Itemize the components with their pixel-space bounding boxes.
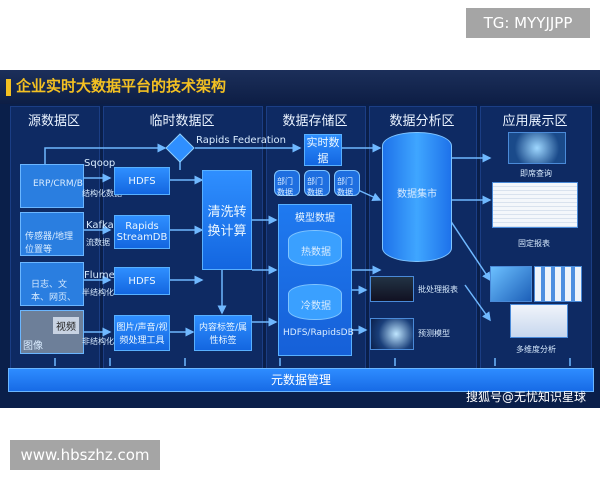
model-data-label: 模型数据 bbox=[295, 213, 335, 224]
column-temp-heading: 临时数据区 bbox=[149, 114, 215, 129]
column-analysis-heading: 数据分析区 bbox=[389, 114, 455, 129]
dept-data-2: 部门数据 bbox=[304, 170, 330, 197]
source-log: 日志、文本、网页、论坛 bbox=[20, 262, 84, 306]
type-stream: 流数据 bbox=[86, 238, 110, 247]
source-sensor-label: 传感器/地理位置等 bbox=[25, 232, 74, 255]
tool-sqoop: Sqoop bbox=[84, 158, 116, 169]
dept-data-3: 部门数据 bbox=[334, 170, 360, 197]
source-media-overlay: 视频 bbox=[53, 317, 79, 334]
fixed-report-image bbox=[492, 182, 578, 228]
source-sensor: 传感器/地理位置等 bbox=[20, 212, 84, 256]
title-bar: 企业实时大数据平台的技术架构 bbox=[0, 70, 600, 104]
temp-hdfs-1: HDFS bbox=[114, 167, 170, 195]
diagram-title: 企业实时大数据平台的技术架构 bbox=[16, 77, 227, 95]
title-accent bbox=[6, 79, 11, 96]
flow-arrows bbox=[44, 133, 571, 366]
predict-model-image bbox=[370, 318, 414, 350]
temp-media-tools: 图片/声音/视频处理工具 bbox=[114, 315, 170, 351]
metadata-management-bar: 元数据管理 bbox=[8, 368, 594, 392]
multidim-analysis-label: 多维度分析 bbox=[516, 345, 556, 354]
dept-data-2-label: 部门数据 bbox=[307, 177, 323, 197]
dept-data-1: 部门数据 bbox=[274, 170, 300, 197]
hdfs-rapidsdb-label: HDFS/RapidsDB bbox=[283, 328, 354, 338]
source-media: 图像 视频 bbox=[20, 310, 84, 354]
type-structured: 结构化数据 bbox=[82, 189, 122, 198]
type-semi: 半结构化 bbox=[82, 288, 114, 297]
temp-streamdb: Rapids StreamDB bbox=[114, 215, 170, 249]
dept-data-3-label: 部门数据 bbox=[337, 177, 353, 197]
predict-model-label: 预测模型 bbox=[418, 329, 450, 338]
analysis-image-2 bbox=[534, 266, 582, 302]
source-erp: ERP/CRM/BCM bbox=[20, 164, 84, 208]
adhoc-query-image bbox=[508, 132, 566, 164]
column-storage-heading: 数据存储区 bbox=[282, 114, 348, 129]
data-mart-cylinder: 数据集市 bbox=[382, 132, 452, 262]
source-log-label: 日志、文本、网页、论坛 bbox=[31, 280, 77, 303]
tool-flume: Flume bbox=[84, 270, 115, 281]
analysis-image-3 bbox=[510, 304, 568, 338]
watermark-bottom: www.hbszhz.com bbox=[10, 440, 160, 470]
architecture-diagram: 企业实时大数据平台的技术架构 源数据区 临时数据区 数据存储区 数据分析区 应用… bbox=[0, 70, 600, 408]
hot-data-label: 热数据 bbox=[301, 247, 331, 258]
realtime-data-block: 实时数据 bbox=[304, 134, 342, 166]
analysis-image-1 bbox=[490, 266, 532, 302]
watermark-top: TG: MYYJJPP bbox=[466, 8, 590, 38]
dept-data-1-label: 部门数据 bbox=[277, 177, 293, 197]
column-source-heading: 源数据区 bbox=[27, 114, 80, 129]
adhoc-query-label: 即席查询 bbox=[520, 169, 552, 178]
column-app-heading: 应用展示区 bbox=[502, 114, 568, 129]
temp-hdfs-2: HDFS bbox=[114, 267, 170, 295]
tagging-block: 内容标签/属性标签 bbox=[194, 315, 252, 351]
data-mart-label: 数据集市 bbox=[397, 189, 437, 200]
rapids-federation-label: Rapids Federation bbox=[196, 135, 286, 146]
cold-data-cylinder: 冷数据 bbox=[288, 284, 342, 320]
type-unstructured: 非结构化 bbox=[82, 337, 114, 346]
source-erp-label: ERP/CRM/BCM bbox=[33, 179, 83, 189]
tool-kafka: Kafka bbox=[86, 220, 114, 231]
clean-transform-block: 清洗转换计算 bbox=[202, 170, 252, 270]
fixed-report-label: 固定报表 bbox=[518, 239, 550, 248]
batch-report-label: 批处理报表 bbox=[418, 285, 458, 294]
cold-data-label: 冷数据 bbox=[301, 301, 331, 312]
credit-watermark: 搜狐号@无忧知识星球 bbox=[465, 390, 586, 404]
batch-report-image bbox=[370, 276, 414, 302]
hot-data-cylinder: 热数据 bbox=[288, 230, 342, 266]
source-media-label: 图像 bbox=[23, 341, 43, 352]
model-data-block: 模型数据 bbox=[278, 204, 352, 356]
